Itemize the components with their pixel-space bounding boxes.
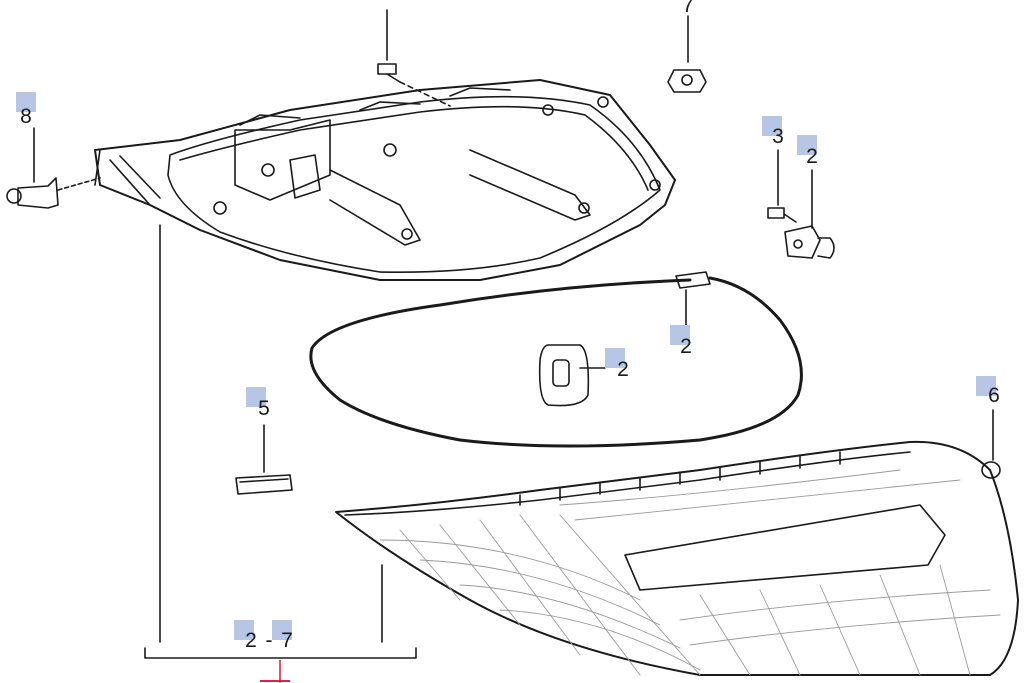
- callout-markers: [16, 92, 996, 640]
- part-8-connector: [6, 127, 101, 209]
- part-6-ring: [981, 409, 1001, 479]
- part-3-screw: [767, 149, 797, 223]
- part-7-nut: [667, 15, 707, 93]
- callout-2c: 2: [617, 358, 629, 381]
- callout-2a: 2: [806, 145, 818, 168]
- gasket-seal: [309, 271, 803, 448]
- assembly-bracket: [144, 224, 417, 659]
- marker-2b: [670, 325, 690, 345]
- marker-3: [762, 116, 782, 136]
- lamp-lens: [335, 440, 1019, 676]
- top-screw: [377, 9, 451, 107]
- marker-6: [976, 376, 996, 396]
- range-end: 7: [281, 629, 293, 652]
- range-start: 2: [245, 629, 257, 652]
- part-2-bulb-holder: [784, 169, 835, 259]
- marker-range-start: [234, 620, 254, 640]
- callout-3: 3: [772, 125, 784, 148]
- marker-2c: [605, 348, 625, 368]
- callout-6: 6: [988, 384, 1000, 407]
- grommet: [538, 344, 606, 407]
- marker-2a: [797, 135, 817, 155]
- callout-8: 8: [20, 105, 32, 128]
- callout-2b: 2: [680, 335, 692, 358]
- marker-5: [246, 387, 266, 407]
- range-separator: -: [266, 629, 273, 652]
- lamp-housing: [94, 79, 676, 281]
- callout-7: 7: [682, 0, 694, 17]
- part-5-clip: [235, 424, 293, 495]
- marker-8: [16, 92, 36, 112]
- callout-5: 5: [258, 397, 270, 420]
- marker-range-end: [272, 620, 292, 640]
